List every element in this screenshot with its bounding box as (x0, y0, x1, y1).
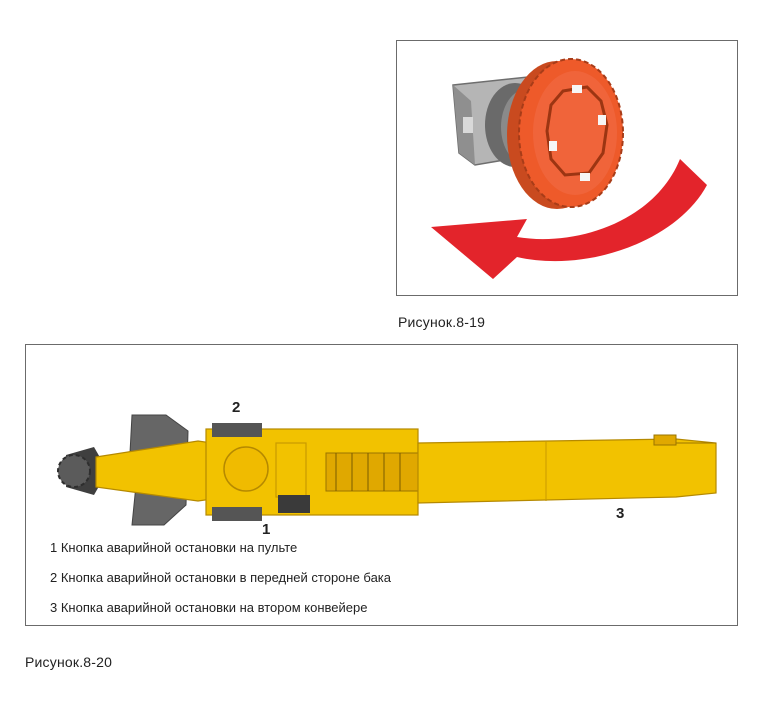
red-mushroom-cap (507, 58, 624, 209)
legend-item-3: 3 Кнопка аварийной остановки на втором к… (50, 600, 368, 615)
machine-top-view (57, 414, 717, 526)
second-conveyor (417, 434, 717, 504)
figure-19-caption: Рисунок.8-19 (398, 314, 486, 330)
callout-2: 2 (232, 399, 241, 416)
figure-20-caption: Рисунок.8-20 (25, 654, 113, 670)
callout-1: 1 (262, 521, 271, 538)
legend-item-2: 2 Кнопка аварийной остановки в передней … (50, 570, 392, 585)
emergency-stop-button-illustration (431, 58, 707, 279)
machine-body (205, 423, 419, 521)
legend-item-1: 1 Кнопка аварийной остановки на пульте (50, 540, 298, 555)
figure-19-frame (396, 40, 738, 296)
turn-direction-arrow (431, 159, 707, 279)
figure-20-frame: 2 1 3 1 Кнопка аварийной остановки на пу… (25, 344, 738, 626)
callout-3: 3 (616, 505, 625, 522)
